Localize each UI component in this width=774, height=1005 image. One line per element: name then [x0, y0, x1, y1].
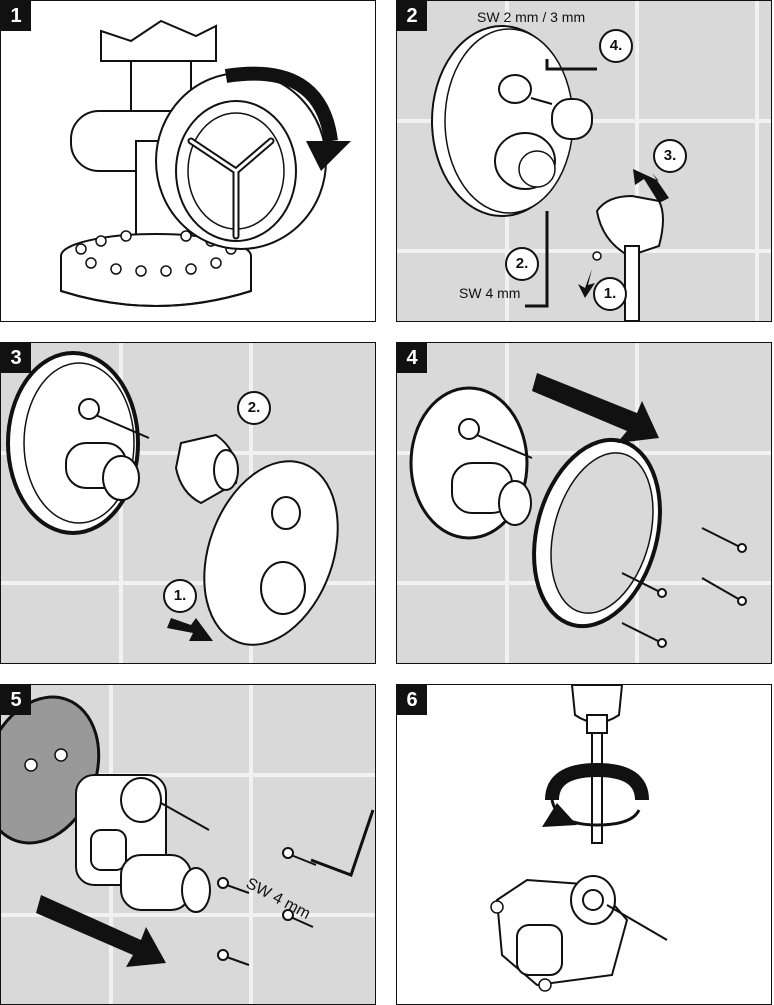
callout-3: 3. [653, 139, 687, 173]
screwdriver-illustration [490, 685, 668, 992]
step-3-panel: 1. 2. 3 [0, 342, 376, 664]
large-hex-key-label: SW 4 mm [459, 285, 521, 301]
step-number-badge: 1 [1, 1, 31, 31]
callout-1: 1. [593, 277, 627, 311]
callout-2: 2. [505, 247, 539, 281]
tile-grid [1, 343, 375, 663]
step-2-panel: SW 2 mm / 3 mm SW 4 mm 1. 2. 3. 4. 2 [396, 0, 772, 322]
callout-1: 1. [163, 579, 197, 613]
step-1-panel: 1 [0, 0, 376, 322]
tile-grid [397, 343, 771, 663]
step-4-panel: 4 [396, 342, 772, 664]
step-number-badge: 2 [397, 1, 427, 31]
shutoff-valve-illustration [60, 19, 351, 307]
step-6-panel: 6 [396, 684, 772, 1005]
callout-2: 2. [237, 391, 271, 425]
step-number-badge: 3 [1, 343, 31, 373]
small-hex-key-label: SW 2 mm / 3 mm [477, 9, 586, 25]
callout-4: 4. [599, 29, 633, 63]
step-5-panel: SW 4 mm 5 [0, 684, 376, 1005]
step-number-badge: 6 [397, 685, 427, 715]
tile-grid [1, 685, 375, 1004]
tile-grid [397, 1, 771, 321]
step-number-badge: 4 [397, 343, 427, 373]
step-number-badge: 5 [1, 685, 31, 715]
